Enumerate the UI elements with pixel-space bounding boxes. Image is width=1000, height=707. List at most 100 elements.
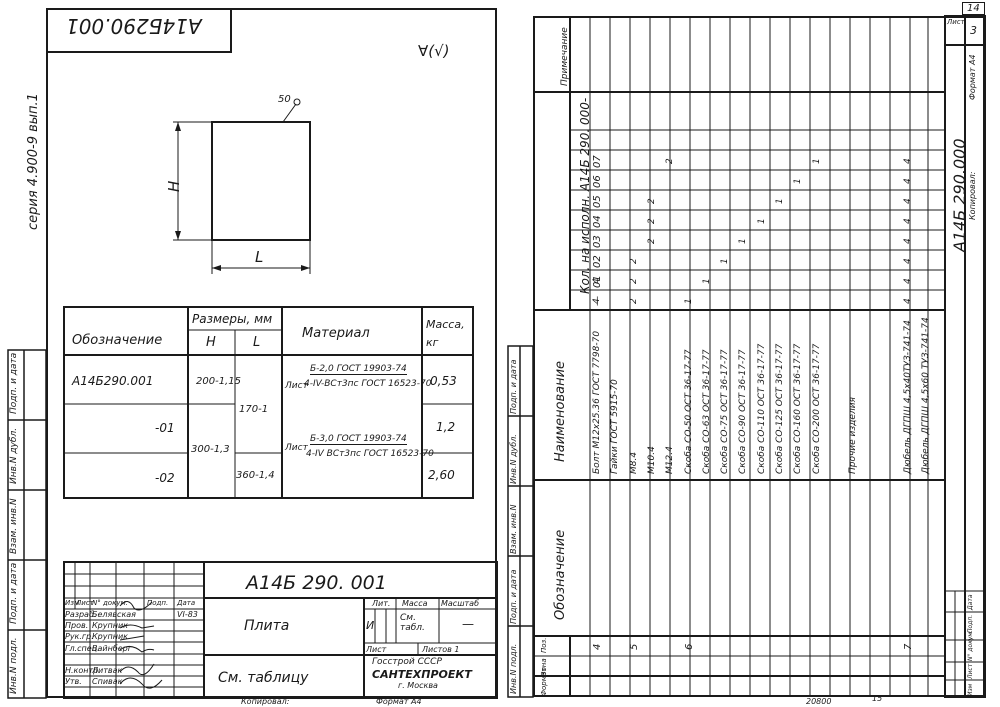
col-l-header: L xyxy=(253,335,261,350)
spec-name: М8.4 xyxy=(628,451,639,474)
hdr-doc: N° докум. xyxy=(92,599,128,607)
spec-qty: 2 xyxy=(628,298,639,304)
corner-number: 14 xyxy=(962,2,985,15)
spec-name: Скоба СО-63 ОСТ 36-17-77 xyxy=(701,349,712,474)
spec-qty: 1 xyxy=(683,298,694,304)
variant-label: 02 xyxy=(592,255,603,268)
material-2-prefix: Лист xyxy=(285,443,308,453)
format-label: Формат А4 xyxy=(376,697,422,706)
variant-label: 06 xyxy=(592,175,603,188)
spec-pos: 4 xyxy=(592,643,603,650)
hdr-sign: Подп. xyxy=(147,599,169,607)
spec-qty: 1 xyxy=(811,158,822,164)
variant-label: 04 xyxy=(592,215,603,228)
material-1-top: Б-2,0 ГОСТ 19903-74 xyxy=(310,364,407,375)
col-mass-header: Масса, кг xyxy=(426,318,465,349)
copied-label: Копировал: xyxy=(968,171,977,220)
spec-pos: 5 xyxy=(628,643,640,650)
bottom-code: 20800 xyxy=(806,697,832,706)
copied-label: Копировал: xyxy=(241,697,290,706)
role-label: Гл.спец. xyxy=(65,644,100,653)
role-label: Н.контр. xyxy=(65,666,101,675)
note-header: Примечание xyxy=(560,27,570,86)
row-mass: 0,53 xyxy=(430,374,457,388)
stamp-hdr: Изм xyxy=(967,683,974,696)
title-material-note: См. таблицу xyxy=(218,670,309,686)
col-material-header: Материал xyxy=(302,326,370,341)
spec-qty: 1 xyxy=(775,198,785,204)
spec-name: М12.4 xyxy=(665,446,676,474)
hdr-date: Дата xyxy=(177,599,196,607)
spec-qty: 1 xyxy=(756,218,767,224)
spec-designation: А14Б 290.000 xyxy=(950,138,969,252)
org-1: Госстрой СССР xyxy=(372,657,442,667)
row-designation: А14Б290.001 xyxy=(72,374,154,388)
spec-name: Скоба СО-125 ОСТ 36-17-77 xyxy=(775,343,785,474)
role-label: Утв. xyxy=(65,677,82,686)
mass-label: Масса xyxy=(402,599,428,608)
row-mass: 2,60 xyxy=(428,468,455,482)
role-label: Пров. xyxy=(65,621,89,630)
sheets-label: Листов 1 xyxy=(422,645,460,654)
role-name: Белявская xyxy=(92,610,136,619)
plate-radius-label: 50 xyxy=(278,94,291,105)
zone-header: Зона xyxy=(540,658,548,676)
row-designation: -02 xyxy=(155,471,175,485)
spec-qty: 2 xyxy=(665,158,676,164)
material-1-prefix: Лист xyxy=(285,381,308,391)
spec-qty: 4 xyxy=(903,278,914,284)
roughness-mark: ∀(√) xyxy=(418,42,450,60)
spec-qty: 1 xyxy=(793,178,804,184)
org-2: САНТЕХПРОЕКТ xyxy=(372,668,472,681)
spec-qty: 2 xyxy=(628,258,639,264)
spec-qty: 1 xyxy=(738,238,749,244)
scale-value: — xyxy=(462,617,474,631)
spec-name: Скоба СО-110 ОСТ 36-17-77 xyxy=(756,343,767,474)
row-h: 200-1,15 xyxy=(196,376,241,387)
role-name: Литвак xyxy=(92,666,123,675)
col-h-header: H xyxy=(206,335,216,350)
spec-qty: 4 xyxy=(592,278,602,284)
spec-name: Скоба СО-50 ОСТ 36-17-77 xyxy=(683,349,694,474)
pos-header: Поз. xyxy=(540,637,548,654)
top-designation-box xyxy=(46,8,232,53)
spec-qty: 2 xyxy=(628,278,639,284)
lit-value: И xyxy=(366,619,375,632)
spec-name: Прочие изделия xyxy=(848,397,859,474)
hdr-change: Изм xyxy=(65,599,80,607)
role-name: Спивак xyxy=(92,677,123,686)
spec-name: Болт М12х25.36 ГОСТ 7798-70 xyxy=(592,330,602,474)
h-shared-value: 300-1,3 xyxy=(191,444,230,455)
spec-qty: 4 xyxy=(903,238,914,244)
spec-name: Дюбель ДГПШ 4,5х60 ТУЗ-741-74 xyxy=(921,317,932,474)
row-l: 360-1,4 xyxy=(236,470,275,481)
role-date: VI-83 xyxy=(177,610,198,619)
name-header: Наименование xyxy=(553,360,568,462)
stamp-hdr: N° докум. xyxy=(967,630,974,661)
mass-value: См. табл. xyxy=(400,613,425,633)
spec-name: Скоба СО-75 ОСТ 36-17-77 xyxy=(720,349,731,474)
spec-name: Скоба СО-90 ОСТ 36-17-77 xyxy=(738,349,749,474)
spec-qty: 2 xyxy=(646,218,657,224)
spec-name: Скоба СО-160 ОСТ 36-17-77 xyxy=(793,343,804,474)
spec-name: Гайки ГОСТ 5915-70 xyxy=(610,379,621,474)
variant-label: 07 xyxy=(592,155,603,168)
title-name: Плита xyxy=(244,618,290,634)
material-2-bottom: 4-IV ВСт3пс ГОСТ 16523-70 xyxy=(306,449,434,459)
spec-qty: 4 xyxy=(903,198,914,204)
lit-label: Лит. xyxy=(372,599,391,608)
row-mass: 1,2 xyxy=(436,420,456,434)
spec-name: Скоба СО-200 ОСТ 36-17-77 xyxy=(811,343,822,474)
stamp-hdr: Лист xyxy=(967,663,974,679)
l-shared-value: 170-1 xyxy=(239,404,269,415)
spec-name: Дюбель ДГПШ 4,5х40ТУЗ-741-74 xyxy=(903,320,914,474)
sheet-label: Лист xyxy=(366,645,387,654)
variant-label: 05 xyxy=(592,195,603,208)
bottom-page: 15 xyxy=(872,694,883,703)
material-2-top: Б-3,0 ГОСТ 19903-74 xyxy=(310,434,407,445)
